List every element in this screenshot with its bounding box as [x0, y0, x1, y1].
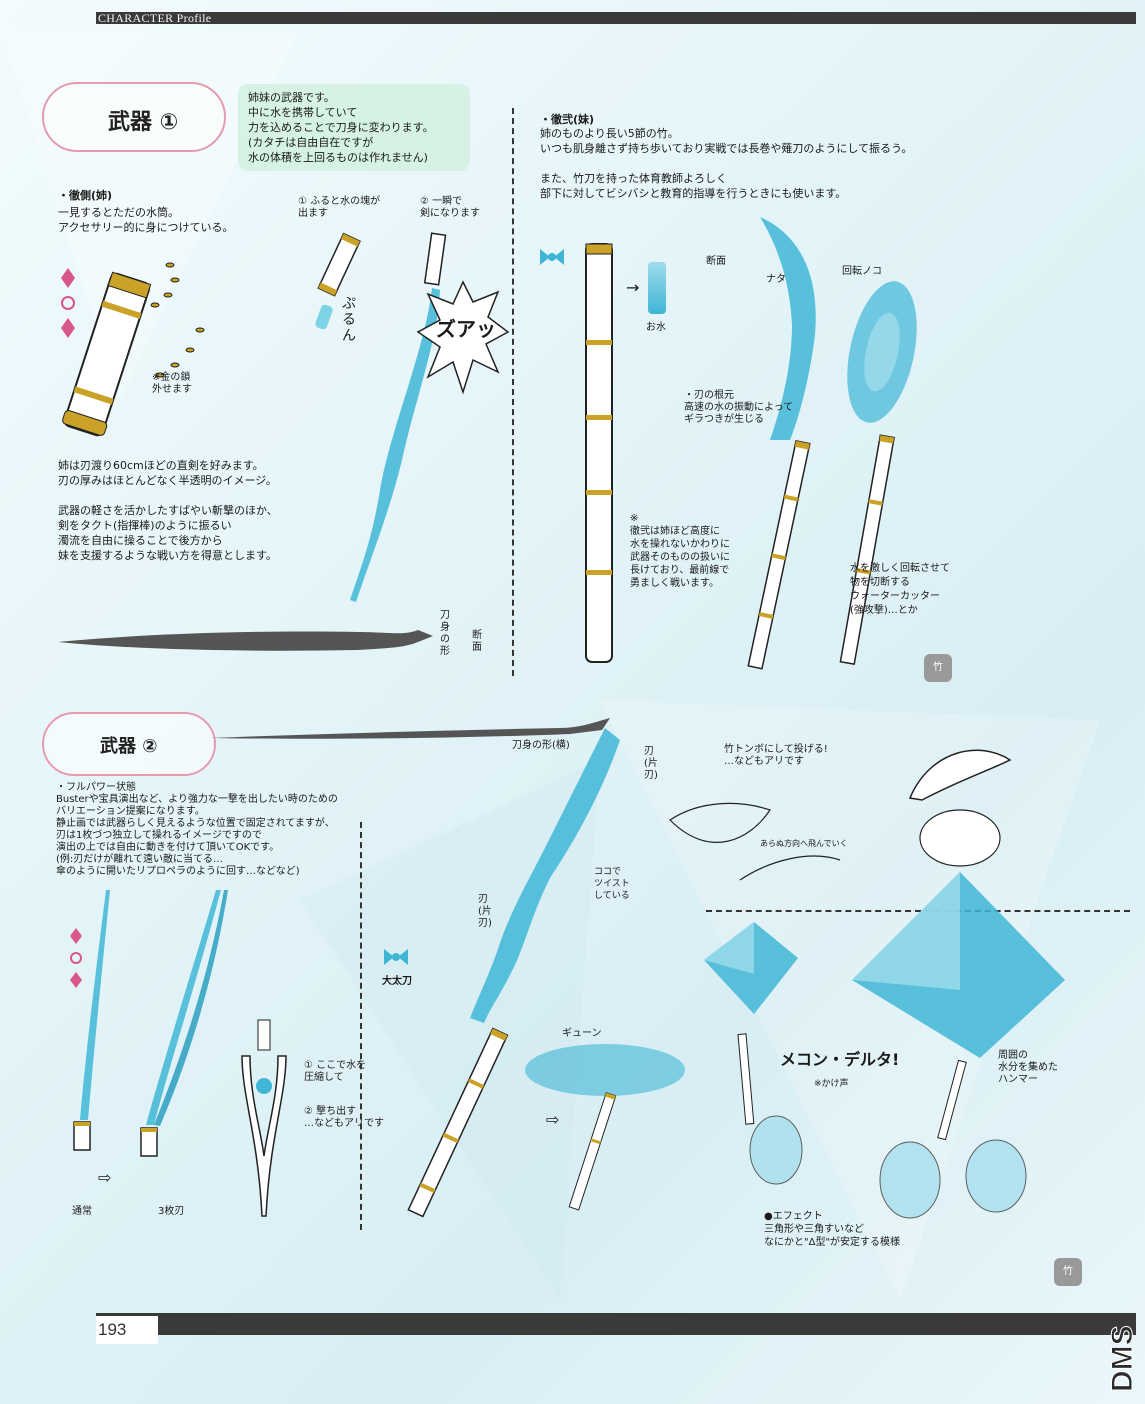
site-watermark: DMS: [1106, 1325, 1140, 1393]
chain-note: ※金の鎖 外せます: [152, 372, 192, 395]
section1-title-cloud: [42, 82, 226, 152]
section1-note: 姉妹の武器です。 中に水を携帯していて 力を込めることで刀身に変わります。 (カ…: [238, 84, 470, 171]
blade-shape-label: 刀身の形: [440, 610, 450, 657]
blade-root-note: ・刃の根元 高速の水の振動によって ギラつきが生じる: [684, 390, 794, 425]
cross-section-label-2: 断面: [706, 256, 726, 267]
blade-shape-side-label: 刀身の形(横): [512, 740, 570, 751]
artist-stamp-icon: 竹: [924, 654, 952, 682]
step2-note: ② 一瞬で 剣になります: [420, 196, 480, 219]
nata-weapon-illustration: [747, 217, 816, 670]
blade-side-silhouette: [210, 718, 610, 739]
pink-diamond-icon-2: [70, 928, 82, 988]
spinning-saw-illustration: [839, 281, 917, 666]
sfx-zua: ズアッ: [436, 317, 496, 341]
section1-divider: [512, 108, 514, 676]
artist-stamp-icon-2: 竹: [1054, 1258, 1082, 1286]
effect-note: ●エフェクト 三角形や三角すいなど なにかと"Δ型"が安定する模様: [764, 1211, 901, 1248]
saw-label: 回転ノコ: [842, 266, 882, 277]
water-pyramid-large: [852, 872, 1065, 1058]
younger-sister-note: ※ 徹弐は姉ほど高度に 水を操れないかわりに 武器そのものの扱いに 長けており、…: [630, 513, 730, 589]
three-blades-label: 3枚刃: [158, 1206, 185, 1217]
section1-note-text: 姉妹の武器です。 中に水を携帯していて 力を込めることで刀身に変わります。 (カ…: [248, 91, 434, 164]
step1-note: ① ふると水の塊が 出ます: [298, 196, 381, 219]
blade-side-b-label: 刃(片刃): [478, 894, 492, 929]
arrow-right-icon-2: ⇨: [98, 1168, 112, 1187]
elder-sister-heading: ・徹側(姉): [58, 189, 113, 202]
normal-and-triple-blade-illustration: [73, 890, 228, 1157]
blade-shape-silhouette: [58, 630, 433, 651]
sfx-puru: ぷるん: [342, 296, 356, 344]
younger-sister-desc: 姉のものより長い5節の竹。 いつも肌身離さず持ち歩いており実戦では長巻や薙刀のよ…: [540, 127, 913, 200]
elder-sword-desc: 姉は刃渡り60cmほどの直剣を好みます。 刃の厚みはほとんどなく半透明のイメージ…: [58, 459, 278, 562]
footer-bar: [96, 1313, 1136, 1335]
section2-divider: [360, 822, 362, 1230]
section2-horizontal-divider: [706, 910, 1130, 912]
cross-section-label: 断面: [472, 630, 482, 653]
fullpower-desc: ・フルパワー状態 Busterや宝具演出など、より強力な一撃を出したい時のための…: [56, 782, 338, 877]
water-label: お水: [646, 322, 666, 333]
shaking-canteen-illustration: [315, 232, 361, 330]
compress-step2: ② 撃ち出す …などもアリです: [304, 1106, 384, 1129]
hammer-note: 周囲の 水分を集めた ハンマー: [998, 1050, 1058, 1085]
bamboo-pole-illustration: [585, 243, 613, 663]
pink-diamond-icon: [61, 268, 75, 338]
bamboo-emblem-icon-2: [384, 949, 408, 965]
water-canteen-illustration: [62, 262, 205, 437]
header-label: CHARACTER Profile: [98, 11, 212, 25]
compress-step1: ① ここで水を 圧縮して: [304, 1060, 367, 1083]
header-bar: [96, 12, 1136, 24]
arc-note: あらぬ方向へ飛んでいく: [760, 839, 848, 848]
long-twisted-blade-illustration: [407, 728, 620, 1218]
water-sword-illustration: [350, 232, 447, 602]
mecon-delta-shout: メコン・デルタ!: [780, 1050, 900, 1069]
section2-title: 武器 ②: [100, 736, 158, 757]
spinning-propeller-illustration: [525, 1044, 685, 1211]
elder-sister-desc: 一見するとただの水筒。 アクセサリー的に身につけている。: [58, 206, 234, 234]
water-pyramid-small: [704, 922, 798, 1014]
character-umbrella-sketch: [669, 749, 1012, 881]
kakegoe-note: ※かけ声: [814, 1079, 849, 1089]
gyun-label: ギューン: [562, 1028, 602, 1039]
big-sword-label: 大太刀: [382, 976, 412, 987]
arrow-right-icon: →: [626, 278, 640, 297]
svg-text:DMS: DMS: [1106, 1325, 1139, 1392]
bamboo-emblem-icon: [540, 249, 564, 265]
younger-sister-heading: ・徹弐(妹): [540, 113, 595, 126]
section2-title-cloud: [42, 712, 216, 776]
arrow-right-icon-3: ⇨: [546, 1110, 560, 1129]
blade-side-a-label: 刃(片刃): [644, 746, 658, 781]
taketonbo-note: 竹トンボにして投げる! …などもアリです: [724, 744, 828, 767]
normal-label: 通常: [72, 1206, 92, 1217]
water-cell-swatch: [648, 262, 666, 314]
twist-note: ココで ツイスト している: [594, 867, 630, 901]
sfx-burst-shape: [416, 280, 510, 395]
nata-label: ナタ: [766, 274, 786, 285]
twin-blade-fork-illustration: [241, 1019, 287, 1217]
water-cutter-note: 水を激しく回転させて 物を切断する ウォーターカッター (強攻撃)…とか: [850, 563, 950, 616]
section1-title: 武器 ①: [108, 110, 179, 135]
character-hammer-sketch: [737, 1033, 1027, 1219]
page-number: 193: [96, 1316, 158, 1344]
